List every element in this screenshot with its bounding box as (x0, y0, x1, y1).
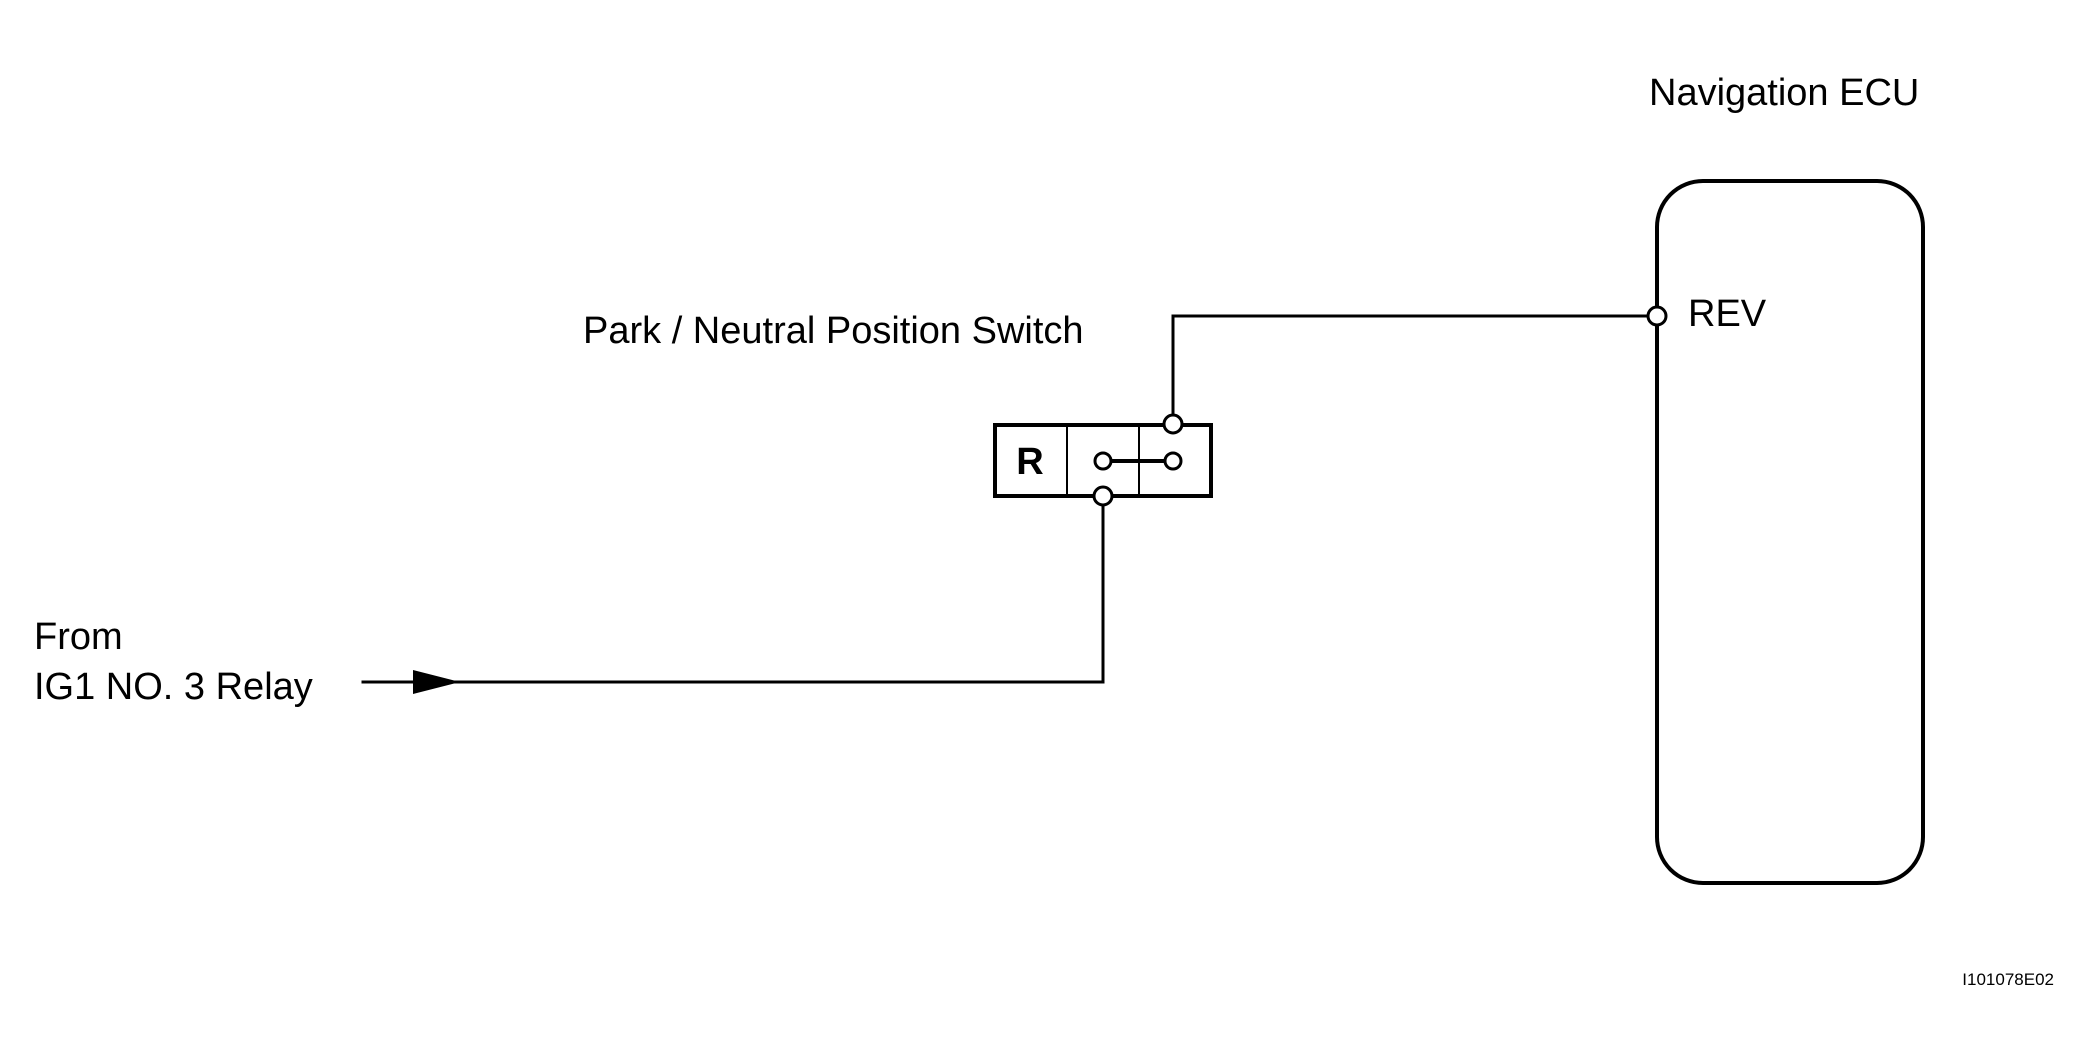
rev-terminal (1646, 305, 1668, 327)
switch-title: Park / Neutral Position Switch (583, 310, 1084, 352)
switch-output-terminal (1162, 413, 1184, 435)
wire-relay-to-switch (361, 502, 1105, 684)
source-label-line2: IG1 NO. 3 Relay (34, 666, 313, 708)
switch-input-terminal (1092, 485, 1114, 507)
wire-switch-to-rev (1171, 314, 1651, 417)
source-label-line1: From (34, 616, 123, 658)
park-neutral-position-switch: R (993, 423, 1213, 498)
rev-pin-label: REV (1688, 293, 1767, 335)
navigation-ecu-box (1655, 179, 1925, 885)
switch-contact-right (1163, 451, 1183, 471)
figure-code: I101078E02 (1962, 970, 2054, 989)
ecu-title: Navigation ECU (1649, 72, 1919, 114)
arrow-icon (413, 670, 460, 694)
switch-contact-left (1093, 451, 1113, 471)
switch-position-label: R (1016, 441, 1043, 483)
